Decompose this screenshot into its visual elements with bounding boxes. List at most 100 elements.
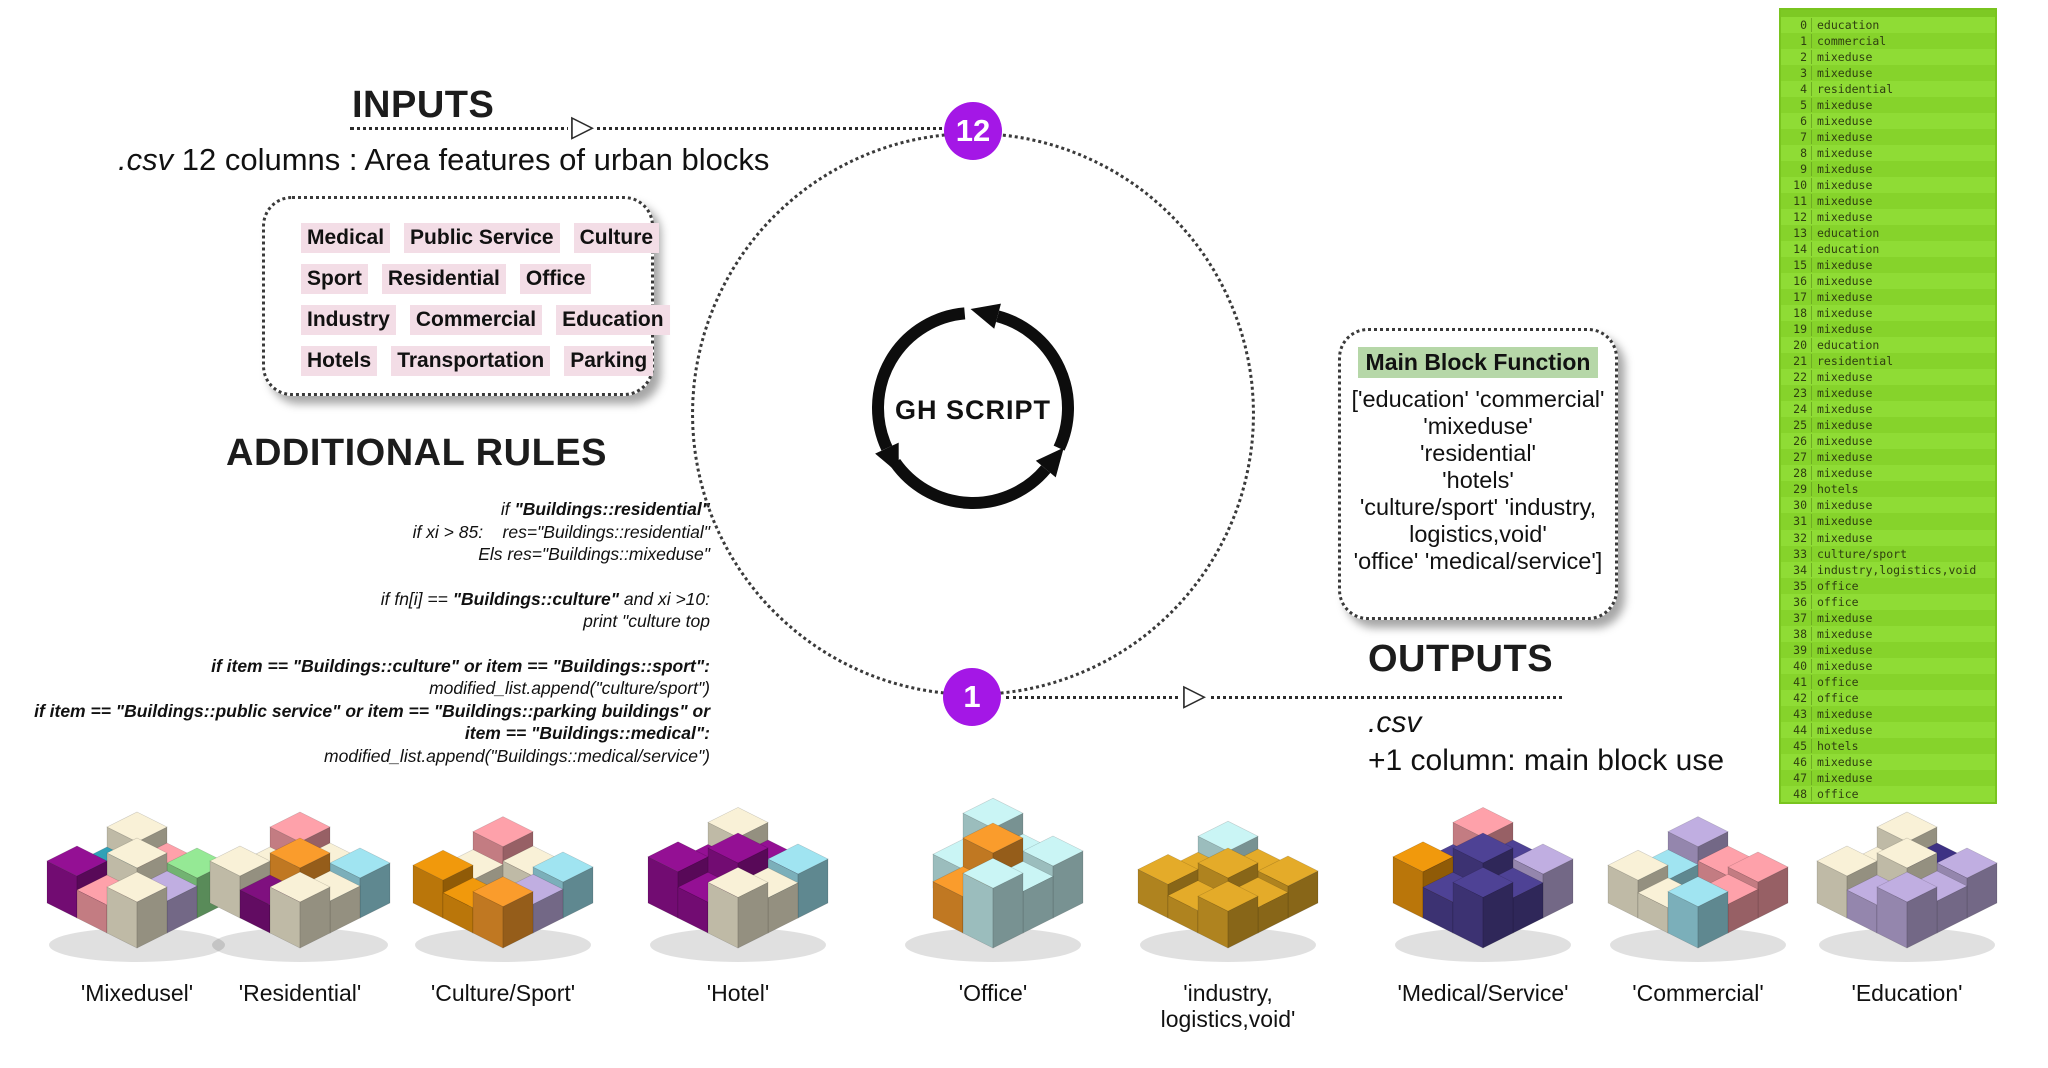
result-row-index: 5	[1800, 98, 1807, 113]
result-row-value: residential	[1811, 354, 1893, 369]
result-row-index: 40	[1793, 658, 1807, 673]
result-row-value: mixeduse	[1811, 658, 1872, 673]
result-row-index: 0	[1800, 18, 1807, 32]
block-label: 'Commercial'	[1632, 980, 1764, 1006]
additional-rules-heading: ADDITIONAL RULES	[226, 432, 607, 474]
inputs-heading: INPUTS	[352, 84, 495, 126]
block-label: 'Education'	[1851, 980, 1963, 1006]
result-row-index: 43	[1793, 706, 1807, 721]
main-block-function-line: ['education' 'commercial'	[1351, 386, 1605, 412]
feature-chip: Commercial	[409, 305, 543, 335]
block-label: 'Office'	[958, 980, 1028, 1006]
feature-chip-row: Industry Commercial Education	[301, 305, 670, 335]
block-3d-render	[46, 811, 228, 962]
result-row-value: culture/sport	[1811, 546, 1907, 561]
result-row-index: 34	[1793, 562, 1807, 577]
result-row-value: mixeduse	[1811, 514, 1872, 529]
feature-chip: Sport	[301, 264, 368, 294]
block-thumbnail: 'Medical/Service'	[1383, 795, 1583, 1006]
outputs-flow-line	[1006, 696, 1562, 699]
block-label: 'Hotel'	[706, 980, 770, 1006]
result-row-index: 6	[1800, 114, 1807, 129]
feature-chip: Parking	[564, 346, 654, 376]
result-row-value: hotels	[1811, 738, 1859, 753]
main-block-function-line: logistics,void'	[1409, 521, 1547, 547]
rule-group: if fn[i] == "Buildings::culture" and xi …	[10, 588, 710, 633]
flow-arrowhead-icon: ▷	[568, 112, 598, 142]
result-row-value: mixeduse	[1811, 722, 1872, 737]
rule-line: print "culture top	[583, 611, 710, 631]
result-row-index: 18	[1793, 306, 1807, 321]
result-row-index: 20	[1793, 338, 1807, 353]
main-block-function-list: ['education' 'commercial''mixeduse''resi…	[1341, 386, 1615, 575]
result-row-index: 22	[1793, 370, 1807, 385]
feature-chip: Office	[519, 264, 592, 294]
result-row-index: 36	[1793, 594, 1807, 609]
result-row-value: mixeduse	[1811, 530, 1872, 545]
result-row-index: 7	[1800, 130, 1807, 145]
result-row-index: 3	[1800, 66, 1807, 81]
result-list-row: 40 mixeduse	[1781, 657, 1995, 674]
rule-group: if "Buildings::residential"if xi > 85: r…	[10, 498, 710, 566]
block-label: 'industry, logistics,void'	[1160, 980, 1296, 1032]
result-row-value: mixeduse	[1811, 322, 1872, 337]
block-thumbnail: 'Culture/Sport'	[403, 795, 603, 1006]
result-row-index: 12	[1793, 210, 1807, 225]
block-3d-render	[647, 807, 829, 962]
result-row-value: mixeduse	[1811, 114, 1872, 129]
result-row-index: 2	[1800, 50, 1807, 65]
result-row-index: 47	[1793, 770, 1807, 785]
inputs-subtitle: .csv 12 columns : Area features of urban…	[118, 142, 769, 178]
result-row-index: 41	[1793, 674, 1807, 689]
result-row-index: 13	[1793, 226, 1807, 241]
result-row-index: 27	[1793, 450, 1807, 465]
block-thumbnail: 'Residential'	[200, 795, 400, 1006]
csv-extension-label: .csv	[118, 142, 174, 177]
result-row-value: mixeduse	[1811, 498, 1872, 513]
recycle-arrows-icon	[872, 303, 1074, 509]
result-row-index: 38	[1793, 626, 1807, 641]
block-3d-render	[1607, 816, 1789, 962]
rule-line: item == "Buildings::medical":	[464, 723, 710, 743]
rule-line: if item == "Buildings::public service" o…	[34, 700, 710, 721]
inputs-flow-line	[350, 127, 950, 130]
result-row-value: mixeduse	[1811, 434, 1872, 449]
rule-line: Els res="Buildings::mixeduse"	[478, 544, 710, 564]
feature-chip: Industry	[301, 305, 396, 335]
block-3d-render	[209, 811, 391, 962]
feature-chip: Education	[556, 305, 670, 335]
rule-line: modified_list.append("Buildings::medical…	[324, 745, 710, 766]
result-row-value: mixeduse	[1811, 194, 1872, 209]
result-row-value: mixeduse	[1811, 466, 1872, 481]
main-block-function-line: 'office' 'medical/service']	[1353, 548, 1603, 574]
result-row-index: 16	[1793, 274, 1807, 289]
result-row-index: 15	[1793, 258, 1807, 273]
result-row-value: office	[1811, 594, 1859, 609]
block-3d-render	[1816, 811, 1998, 962]
result-row-index: 8	[1800, 146, 1807, 161]
rule-line: if "Buildings::residential"	[500, 499, 710, 519]
block-thumbnail: 'Office'	[893, 795, 1093, 1006]
block-label: 'Mixedusel'	[80, 980, 194, 1006]
result-list-row: 36 office	[1781, 593, 1995, 610]
result-row-value: hotels	[1811, 482, 1859, 497]
result-row-index: 32	[1793, 530, 1807, 545]
